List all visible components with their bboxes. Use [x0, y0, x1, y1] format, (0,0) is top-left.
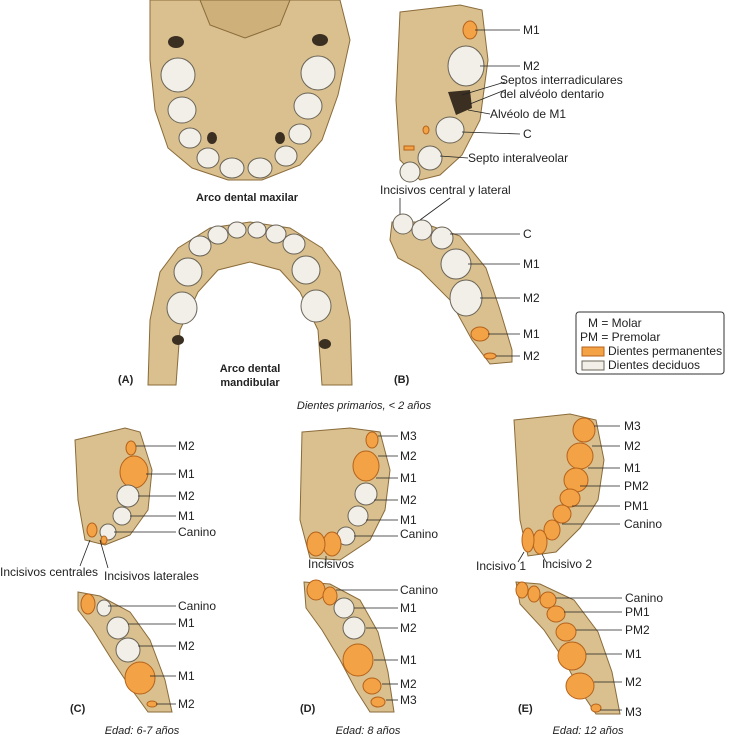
maxillary-teeth: [160, 55, 336, 179]
legend: M = Molar PM = Premolar Dientes permanen…: [575, 311, 725, 375]
legend-permanent-swatch: [581, 346, 605, 357]
d-lower-label-2: M2: [400, 621, 417, 635]
b-upper-label-0: M1: [523, 23, 540, 37]
b-lower-label-1: M1: [523, 257, 540, 271]
panel-b-upper-leaders: [439, 29, 521, 159]
legend-molar: M = Molar: [588, 316, 642, 330]
b-upper-label-6: Septo interalveolar: [468, 151, 568, 165]
c-lower-label-4: M2: [178, 697, 195, 711]
caption-e: Edad: 12 años: [553, 725, 624, 737]
mandibular-arch-caption-1: Arco dental: [220, 363, 281, 375]
panel-e: M3 M2 M1 PM2 PM1 Canino Incisivo 1 Incis…: [476, 413, 663, 737]
e-lower-label-4: M2: [625, 675, 642, 689]
panel-b-label: (B): [394, 374, 410, 386]
e-lower-label-1: PM1: [625, 605, 650, 619]
b-upper-label-3: del alvéolo dentario: [500, 87, 604, 101]
c-upper-label-2: M2: [178, 489, 195, 503]
c-lower-label-1: M1: [178, 616, 195, 630]
e-incisivo-1: Incisivo 1: [476, 559, 526, 573]
b-lower-label-3: M1: [523, 327, 540, 341]
b-lower-label-2: M2: [523, 291, 540, 305]
e-lower-label-3: M1: [625, 647, 642, 661]
c-incisivos-laterales: Incisivos laterales: [104, 569, 199, 583]
panel-b-lower-teeth: [392, 213, 497, 360]
b-upper-label-4: Alvéolo de M1: [490, 107, 566, 121]
legend-permanentes: Dientes permanentes: [608, 344, 722, 358]
d-lower-label-4: M2: [400, 677, 417, 691]
c-upper-label-4: Canino: [178, 525, 216, 539]
maxillary-arch-caption: Arco dental maxilar: [196, 192, 299, 204]
caption-c: Edad: 6-7 años: [105, 725, 180, 737]
d-lower-label-5: M3: [400, 693, 417, 707]
c-upper-label-1: M1: [178, 467, 195, 481]
d-lower-label-3: M1: [400, 653, 417, 667]
e-upper-label-2: M1: [624, 461, 641, 475]
c-upper-label-0: M2: [178, 439, 195, 453]
c-upper-label-3: M1: [178, 509, 195, 523]
e-lower-label-2: PM2: [625, 623, 650, 637]
panel-d-label: (D): [300, 703, 316, 715]
d-upper-label-2: M1: [400, 471, 417, 485]
panel-b: M1 M2 Septos interradiculares del alvéol…: [380, 4, 623, 386]
panel-d: M3 M2 M1 M2 M1 Canino Incisivos Canino M…: [299, 427, 438, 737]
b-lower-label-4: M2: [523, 349, 540, 363]
panel-e-label: (E): [518, 703, 533, 715]
d-upper-label-3: M2: [400, 493, 417, 507]
c-lower-label-0: Canino: [178, 599, 216, 613]
e-upper-label-3: PM2: [624, 479, 649, 493]
mandibular-teeth: [166, 221, 332, 325]
d-incisivos: Incisivos: [308, 557, 354, 571]
panel-c-label: (C): [70, 703, 86, 715]
b-upper-label-1: M2: [523, 59, 540, 73]
e-upper-label-0: M3: [624, 419, 641, 433]
panel-a: Arco dental maxilar Arco dental mandibul…: [118, 0, 353, 389]
caption-b: Dientes primarios, < 2 años: [297, 400, 432, 412]
e-upper-label-4: PM1: [624, 499, 649, 513]
d-upper-label-5: Canino: [400, 527, 438, 541]
legend-deciduos: Dientes deciduos: [608, 358, 700, 372]
e-incisivo-2: Incisivo 2: [542, 557, 592, 571]
d-upper-label-1: M2: [400, 449, 417, 463]
legend-deciduous-swatch: [581, 360, 605, 371]
d-upper-label-0: M3: [400, 429, 417, 443]
caption-d: Edad: 8 años: [336, 725, 401, 737]
b-upper-label-5: C: [523, 127, 532, 141]
d-upper-label-4: M1: [400, 513, 417, 527]
b-incisivos-label: Incisivos central y lateral: [380, 183, 511, 197]
e-lower-label-5: M3: [625, 705, 642, 719]
b-lower-label-0: C: [523, 227, 532, 241]
c-incisivos-centrales: Incisivos centrales: [0, 565, 98, 579]
d-lower-label-1: M1: [400, 601, 417, 615]
mandibular-arch-caption-2: mandibular: [220, 377, 280, 389]
e-upper-label-5: Canino: [624, 517, 662, 531]
c-lower-label-3: M1: [178, 669, 195, 683]
c-lower-label-2: M2: [178, 639, 195, 653]
legend-premolar: PM = Premolar: [580, 330, 660, 344]
e-upper-label-1: M2: [624, 439, 641, 453]
d-lower-label-0: Canino: [400, 583, 438, 597]
panel-b-upper-teeth: [399, 20, 485, 183]
panel-a-label: (A): [118, 374, 134, 386]
b-upper-label-2: Septos interradiculares: [500, 73, 623, 87]
e-lower-label-0: Canino: [625, 591, 663, 605]
panel-c: M2 M1 M2 M1 Canino Incisivos centrales I…: [0, 427, 216, 737]
